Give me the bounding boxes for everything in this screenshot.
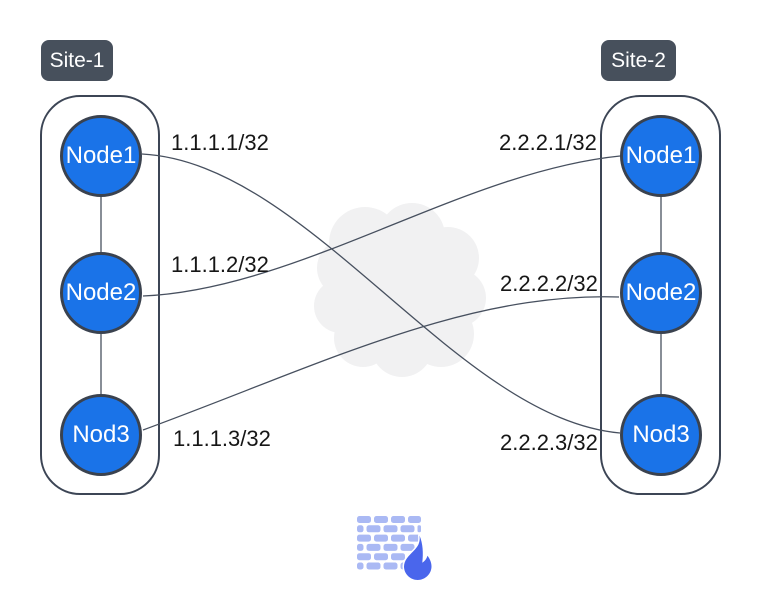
ip-label-site1-node2: 1.1.1.2/32 (171, 252, 269, 277)
site2-nod3: Nod3 (620, 394, 702, 476)
ip-label-site1-nod3: 1.1.1.3/32 (173, 426, 271, 451)
connection-line-site1nod3-site2node2 (142, 296, 620, 431)
site2-group (600, 95, 721, 495)
site2-node2: Node2 (620, 252, 702, 334)
ip-label-site2-node2: 2.2.2.2/32 (500, 271, 598, 296)
ip-label-site2-node1: 2.2.2.1/32 (499, 130, 597, 155)
site1-label: Site-1 (41, 40, 113, 81)
ip-label-site1-node1: 1.1.1.1/32 (171, 130, 269, 155)
firewall-icon (357, 516, 433, 582)
site1-nod3: Nod3 (60, 394, 142, 476)
site2-node1: Node1 (620, 115, 702, 197)
connection-line-site1node1-site2nod3 (141, 153, 621, 434)
site1-node1: Node1 (60, 115, 142, 197)
flame-icon (402, 534, 433, 582)
cloud-icon (314, 203, 486, 377)
site1-node2: Node2 (60, 252, 142, 334)
ip-label-site2-nod3: 2.2.2.3/32 (500, 430, 598, 455)
site2-label: Site-2 (601, 40, 676, 81)
connection-line-site1node2-site2node1 (142, 155, 621, 297)
